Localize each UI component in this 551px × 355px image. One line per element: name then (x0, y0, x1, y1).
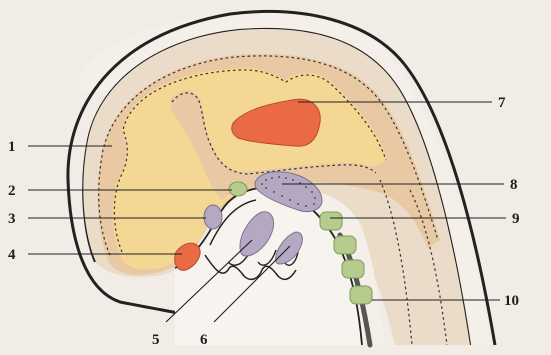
green-body-3 (342, 260, 364, 278)
label-1: 1 (8, 139, 16, 155)
region-3-purple (204, 205, 222, 229)
label-6: 6 (200, 332, 208, 348)
green-body-2 (334, 236, 356, 254)
green-body-1 (320, 212, 342, 230)
label-10: 10 (504, 293, 519, 309)
label-7: 7 (498, 95, 506, 111)
green-body-4 (350, 286, 372, 304)
label-5: 5 (152, 332, 160, 348)
label-8: 8 (510, 177, 518, 193)
label-2: 2 (8, 183, 16, 199)
label-4: 4 (8, 247, 16, 263)
region-2-green (229, 182, 247, 196)
label-9: 9 (512, 211, 520, 227)
label-3: 3 (8, 211, 16, 227)
